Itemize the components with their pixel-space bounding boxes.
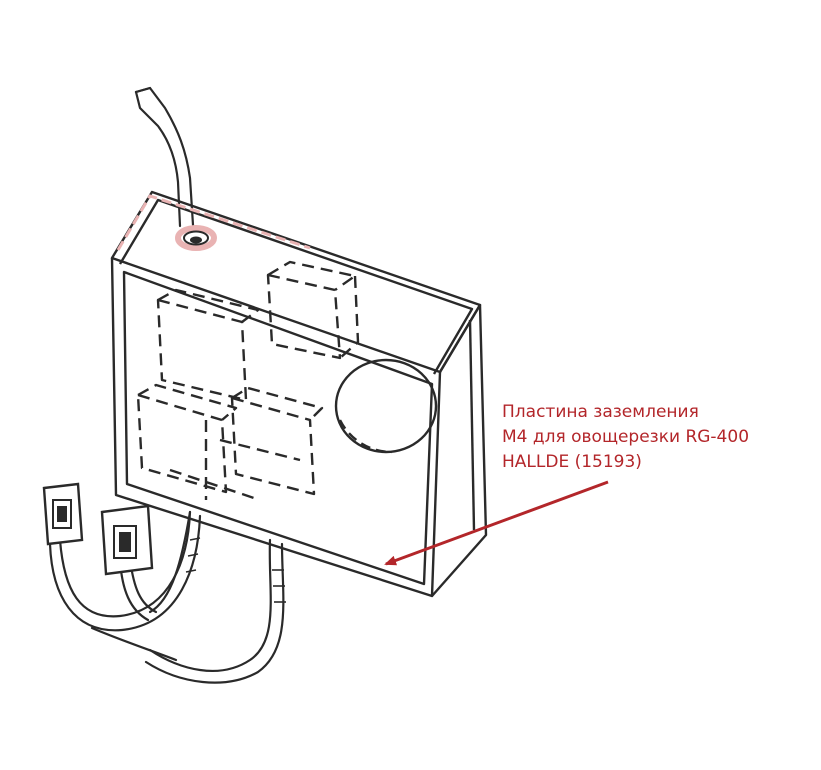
- round-component: [334, 358, 438, 454]
- terminal-left: [42, 482, 84, 546]
- callout-line-3: HALLDE (15193): [502, 452, 642, 472]
- grounding-plate-box: [110, 190, 488, 598]
- wire-markings: [185, 537, 286, 603]
- terminal-right: [100, 504, 154, 576]
- callout-line-2: М4 для овощерезки RG-400: [502, 427, 750, 447]
- product-callout: Пластина заземления М4 для овощерезки RG…: [502, 400, 812, 475]
- callout-line-1: Пластина заземления: [502, 402, 699, 422]
- callout-arrow: [384, 480, 609, 566]
- top-edge-highlight: [116, 194, 311, 251]
- internal-components: [136, 260, 360, 502]
- cable-grommet: [175, 225, 217, 251]
- top-cable: [134, 86, 195, 228]
